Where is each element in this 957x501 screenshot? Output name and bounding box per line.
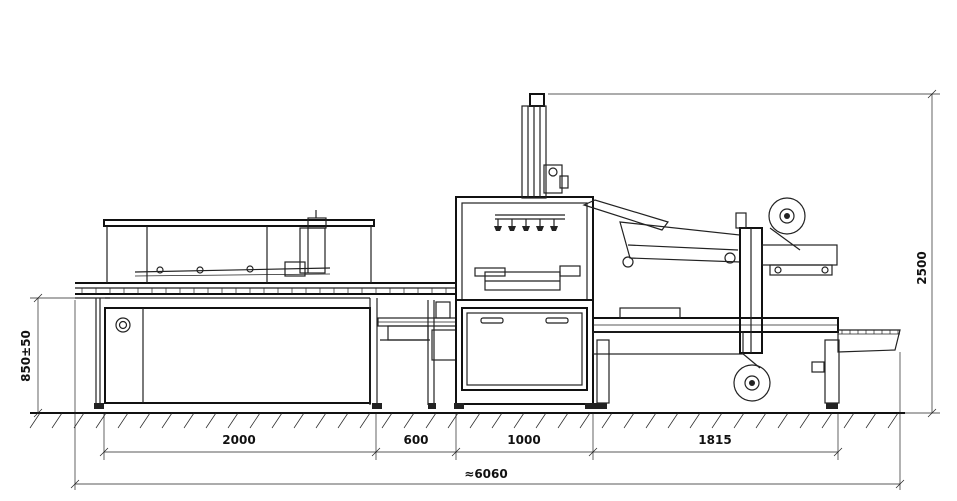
dim-section-3: 1000 bbox=[507, 433, 540, 447]
dim-height-total: 2500 bbox=[915, 251, 929, 284]
floor-line bbox=[29, 412, 905, 429]
dim-section-1: 2000 bbox=[222, 433, 255, 447]
dim-section-2: 600 bbox=[403, 433, 428, 447]
tape-sealer-section bbox=[582, 197, 901, 409]
transfer-section bbox=[377, 300, 457, 405]
box-forming-unit bbox=[454, 93, 595, 409]
dim-working-height: 850±50 bbox=[19, 330, 33, 382]
dim-section-4: 1815 bbox=[698, 433, 731, 447]
dimension-lines bbox=[30, 89, 940, 490]
dim-overall-length: ≈6060 bbox=[464, 467, 507, 481]
left-conveyor-frame bbox=[75, 210, 455, 409]
